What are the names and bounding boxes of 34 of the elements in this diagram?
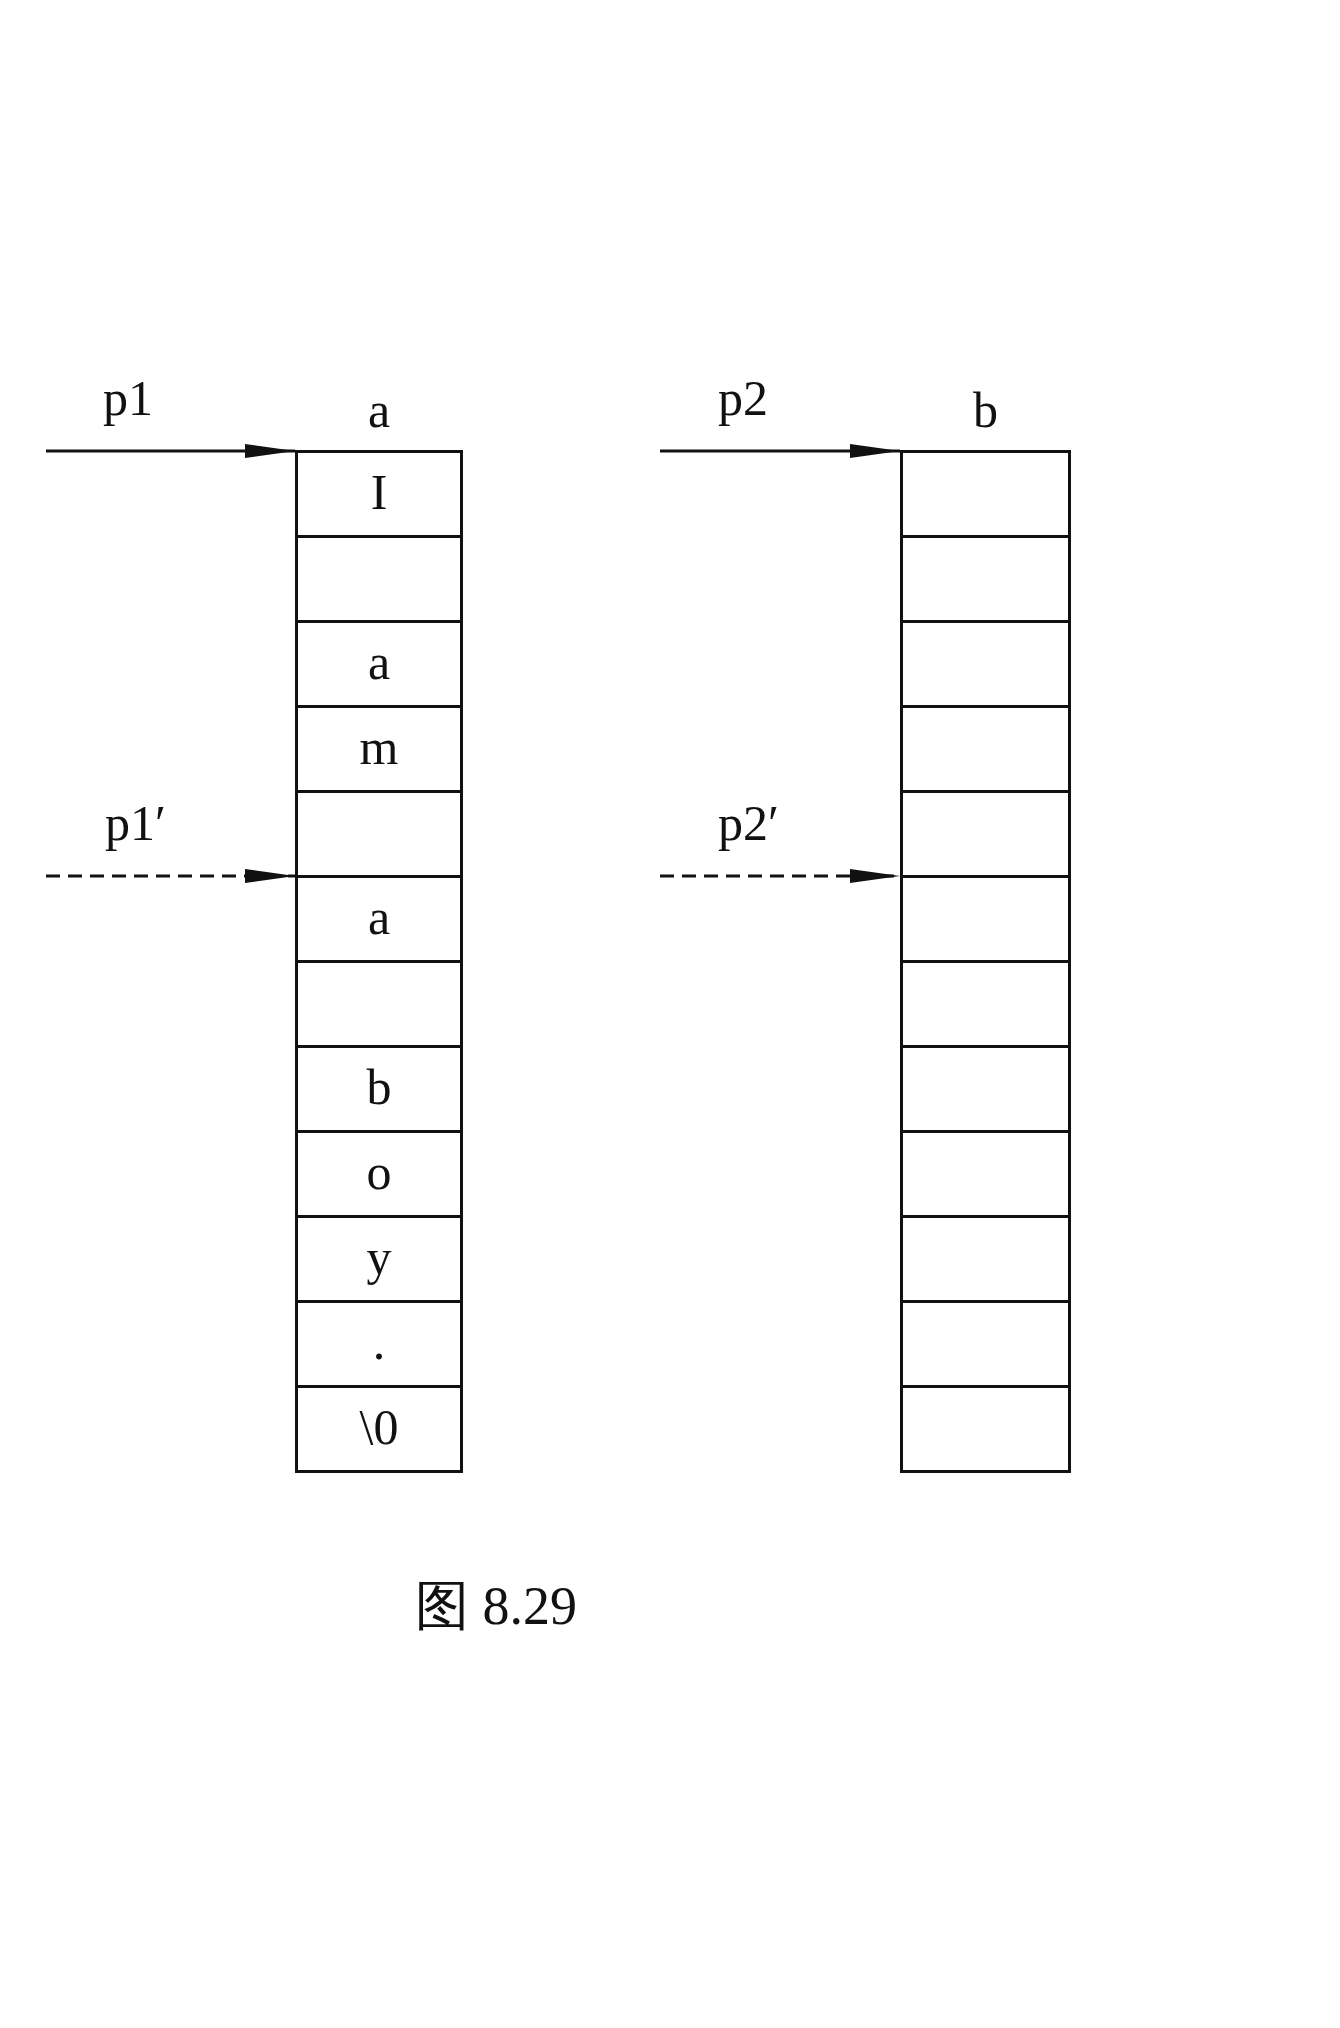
array-cell: m: [295, 705, 463, 793]
array-cell: a: [295, 620, 463, 708]
empty-array-cell: [900, 1130, 1071, 1218]
empty-array-cell: [900, 705, 1071, 793]
empty-array-cell: [900, 1045, 1071, 1133]
array-cell: o: [295, 1130, 463, 1218]
empty-array-cell: [295, 535, 463, 623]
pointer-label: p2: [718, 370, 768, 426]
empty-array-cell: [900, 790, 1071, 878]
empty-array-cell: [900, 1385, 1071, 1473]
array-cell: \0: [295, 1385, 463, 1473]
array-cell: a: [295, 875, 463, 963]
array-cell: b: [295, 1045, 463, 1133]
pointer-label: p1′: [105, 795, 166, 851]
empty-array-cell: [900, 1215, 1071, 1303]
array-name: b: [972, 381, 999, 440]
empty-array-cell: [900, 875, 1071, 963]
empty-array-cell: [295, 960, 463, 1048]
array-cell: .: [295, 1300, 463, 1388]
array-cell: y: [295, 1215, 463, 1303]
empty-array-cell: [900, 535, 1071, 623]
figure-caption: 图 8.29: [415, 1575, 577, 1638]
empty-array-cell: [900, 450, 1071, 538]
dashed-pointer-arrow: [46, 869, 295, 883]
empty-array-cell: [900, 960, 1071, 1048]
array-cell: I: [295, 450, 463, 538]
pointer-arrow: [660, 444, 900, 458]
empty-array-cell: [900, 620, 1071, 708]
pointer-arrow: [46, 444, 295, 458]
empty-array-cell: [900, 1300, 1071, 1388]
pointer-label: p2′: [718, 795, 779, 851]
pointer-label: p1: [103, 370, 153, 426]
array-name: a: [366, 381, 392, 440]
empty-array-cell: [295, 790, 463, 878]
